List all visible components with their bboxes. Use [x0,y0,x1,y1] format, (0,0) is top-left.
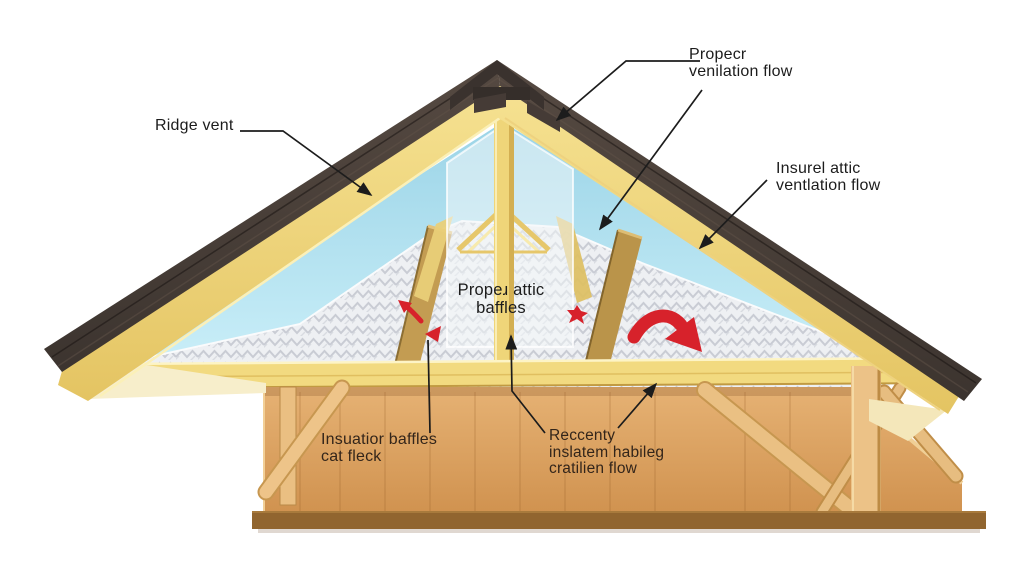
label-proper-attic-baffles: Propeɹ attic baffles [457,281,545,317]
leader-proper-ventilation-attic [598,89,703,231]
leader-proper-ventilation-top [555,60,700,122]
leader-recently-left [505,334,546,434]
label-insulation-baffles: Insuatior baffles cat fleck [321,431,438,466]
rafter-band-left [58,84,503,401]
roof-shingles-right [496,60,982,401]
label-proper-ventilation-flow: Propecr venilation flow [689,46,793,81]
leader-insulation-baffles [427,339,431,434]
airflow-arrow-star [567,305,588,324]
soffit-right [869,399,947,441]
king-post [494,100,514,370]
airflow-arrow-large [627,309,702,352]
label-insured-attic-ventilation-flow: Insurel attic ventlation flow [776,160,881,195]
label-ridge-vent: Ridge vent [155,117,234,134]
baffle-board-left [414,216,453,302]
leader-ridge-vent [240,130,373,196]
leader-recently-right [617,382,658,429]
attic-joist-right [583,228,643,371]
roof-shingles-left [44,60,500,372]
base-plate [252,511,986,533]
airflow-arrow-small-left [398,300,424,324]
airflow-arrow-chevron [425,326,441,342]
wall-sheathing [263,387,964,514]
wall-brace-middle [696,381,861,519]
leader-insured-attic [698,179,768,250]
wall-brace-left [257,379,351,501]
ridge-vent-cap [450,60,560,132]
label-recently-insulated: Reccenty inslatem habileg cratilien flow [549,427,665,478]
rafter-band-right [497,84,966,414]
wall-stud-right [851,366,881,514]
